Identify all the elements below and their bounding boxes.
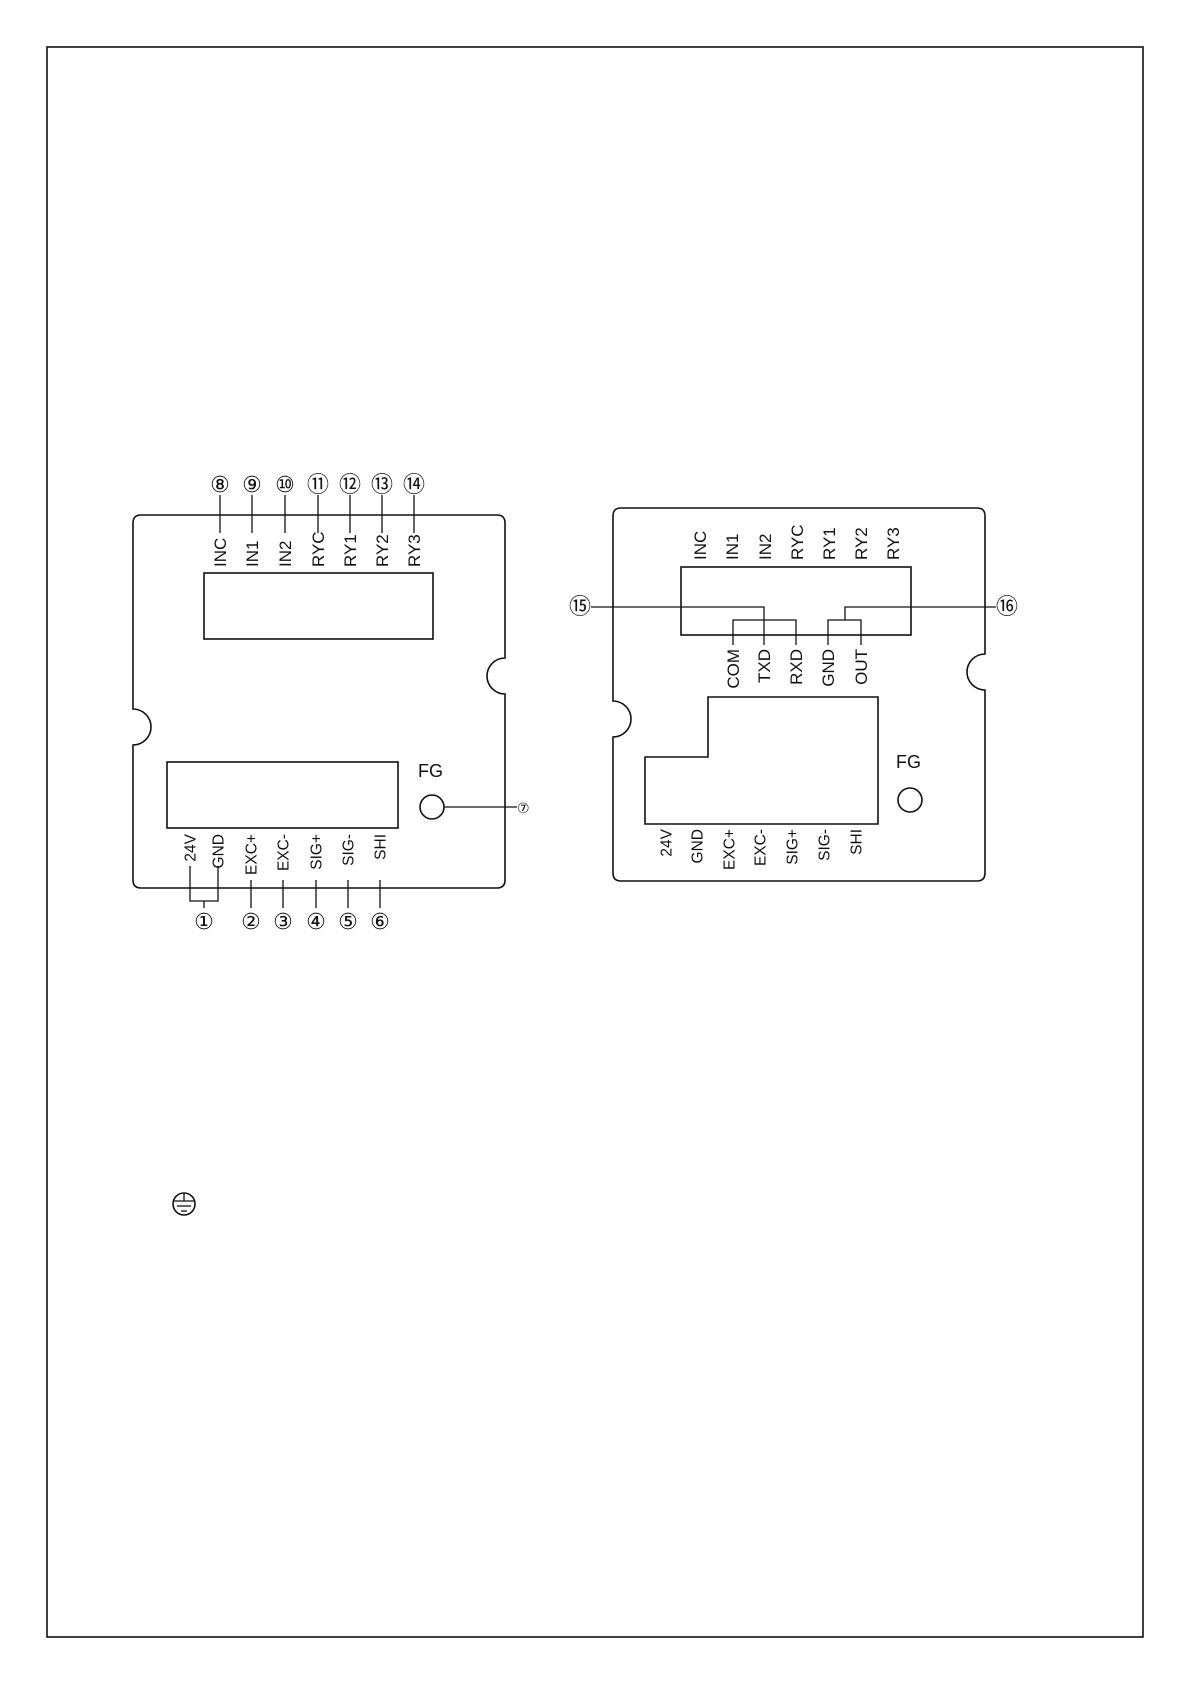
left-top-terminal-2: IN2 [276, 541, 295, 567]
right-bottom-terminal-0: 24V [658, 828, 675, 856]
left-bottom-bracket [190, 866, 218, 901]
right-bottom-terminal-block [645, 697, 878, 824]
left-top-number-0: ⑧ [210, 472, 230, 497]
left-bottom-terminal-labels: 24V GND EXC+ EXC- SIG+ SIG- SHI [182, 833, 389, 875]
right-middle-terminal-1: TXD [755, 649, 774, 683]
right-bottom-terminal-5: SIG- [816, 829, 833, 861]
left-top-terminal-6: RY3 [405, 534, 424, 567]
left-fg-hole [420, 795, 444, 819]
right-bottom-terminal-6: SHI [848, 829, 865, 855]
right-fg-label: FG [896, 752, 921, 772]
left-top-number-6: ⑭ [403, 472, 425, 497]
right-panel-outline [613, 508, 985, 881]
right-fg-hole [898, 788, 922, 812]
right-top-terminal-4: RY1 [820, 527, 839, 560]
left-top-terminal-4: RY1 [341, 534, 360, 567]
right-bottom-terminal-2: EXC+ [721, 829, 738, 870]
left-top-terminal-3: RYC [309, 531, 328, 567]
right-top-terminal-2: IN2 [756, 534, 775, 560]
group-16-leader [845, 607, 996, 620]
left-top-terminal-block [204, 573, 433, 639]
left-fg-number: ⑦ [517, 800, 530, 816]
left-bottom-number-5: ⑥ [370, 909, 390, 934]
right-middle-terminal-3: GND [819, 649, 838, 687]
left-panel-outline [133, 515, 505, 888]
group-16-bracket [828, 620, 861, 645]
right-middle-terminal-2: RXD [787, 649, 806, 685]
right-top-terminal-3: RYC [788, 524, 807, 560]
left-top-number-3: ⑪ [307, 472, 329, 497]
left-bottom-terminal-block [167, 762, 398, 828]
left-top-terminal-labels: INC IN1 IN2 RYC RY1 RY2 RY3 [211, 531, 424, 567]
left-top-terminal-5: RY2 [373, 534, 392, 567]
left-bottom-terminal-0: 24V [182, 833, 199, 861]
right-top-terminal-labels: INC IN1 IN2 RYC RY1 RY2 RY3 [691, 524, 903, 560]
left-bottom-number-3: ④ [306, 909, 326, 934]
left-top-terminal-0: INC [211, 538, 230, 567]
right-top-terminal-5: RY2 [852, 527, 871, 560]
right-bottom-terminal-1: GND [689, 829, 706, 863]
right-terminal-panel: FG ⑮ ⑯ INC IN1 IN2 RYC RY1 RY2 RY3 COM TXD RXD GN… [569, 508, 1018, 881]
right-top-terminal-6: RY3 [884, 527, 903, 560]
left-top-terminal-1: IN1 [243, 541, 262, 567]
left-bottom-terminal-3: EXC- [275, 834, 292, 871]
left-bottom-number-1: ② [241, 909, 261, 934]
group-15-number: ⑮ [569, 594, 591, 619]
left-bottom-terminal-4: SIG+ [308, 834, 325, 870]
left-bottom-terminal-2: EXC+ [243, 834, 260, 875]
group-16-number: ⑯ [996, 594, 1018, 619]
group-15-leader [591, 607, 764, 645]
left-top-number-2: ⑩ [275, 472, 295, 497]
right-bottom-terminal-3: EXC- [752, 829, 769, 866]
left-top-number-1: ⑨ [242, 472, 262, 497]
right-middle-terminal-0: COM [724, 649, 743, 689]
right-bottom-terminal-labels: 24V GND EXC+ EXC- SIG+ SIG- SHI [658, 828, 865, 870]
right-middle-terminal-labels: COM TXD RXD GND OUT [724, 649, 871, 689]
left-top-number-4: ⑫ [339, 472, 361, 497]
left-bottom-number-4: ⑤ [338, 909, 358, 934]
left-bottom-terminal-5: SIG- [340, 834, 357, 866]
left-top-number-5: ⑬ [371, 472, 393, 497]
left-bottom-number-0: ① [194, 909, 214, 934]
left-fg-label: FG [418, 761, 443, 781]
left-bottom-number-2: ③ [273, 909, 293, 934]
right-bottom-terminal-4: SIG+ [784, 829, 801, 865]
left-bottom-terminal-6: SHI [372, 834, 389, 860]
right-middle-terminal-4: OUT [852, 649, 871, 685]
right-top-terminal-0: INC [691, 531, 710, 560]
left-bottom-terminal-1: GND [210, 834, 227, 868]
earth-ground-icon [173, 1193, 195, 1215]
right-top-terminal-1: IN1 [723, 534, 742, 560]
